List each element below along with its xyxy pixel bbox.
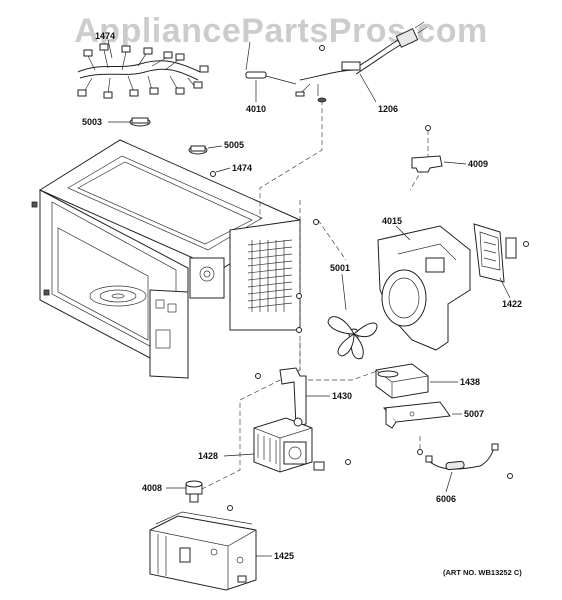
leader-lines bbox=[245, 41, 297, 85]
thermal-cutout bbox=[166, 480, 203, 503]
screws bbox=[227, 125, 529, 511]
oven-cavity bbox=[31, 139, 302, 379]
label-thermistor: 6006 bbox=[436, 494, 457, 504]
label-capacitor-bracket: 5007 bbox=[464, 409, 485, 419]
fuse bbox=[245, 71, 267, 102]
art-number: (ART NO. WB13252 C) bbox=[443, 568, 522, 577]
diode-bracket bbox=[473, 223, 517, 299]
magnetron-bracket bbox=[279, 367, 330, 427]
label-fan-blade: 5001 bbox=[330, 263, 351, 273]
label-magnetron-bracket: 1430 bbox=[332, 391, 353, 401]
capacitor bbox=[375, 363, 458, 399]
label-capacitor: 1438 bbox=[460, 377, 481, 387]
label-diode: 1422 bbox=[502, 299, 523, 309]
label-thermostat-cavity: 5005 bbox=[224, 140, 245, 150]
capacitor-bracket bbox=[383, 401, 462, 429]
thermistor bbox=[425, 443, 499, 493]
fan-blade bbox=[327, 273, 378, 360]
vent-perforations bbox=[247, 239, 293, 312]
fan-duct bbox=[377, 225, 471, 351]
transformer bbox=[149, 511, 272, 591]
thermostat-top bbox=[108, 117, 151, 127]
top-bracket bbox=[411, 155, 467, 173]
label-cord-harness: 1206 bbox=[378, 104, 399, 114]
label-top-bracket: 4009 bbox=[468, 159, 489, 169]
label-screw-top: 1474 bbox=[232, 163, 253, 173]
wire-harness bbox=[77, 43, 209, 99]
label-fan-duct: 4015 bbox=[382, 216, 403, 226]
label-thermostat-top: 5003 bbox=[82, 117, 103, 127]
screw-top bbox=[210, 167, 231, 177]
label-magnetron: 1428 bbox=[198, 451, 219, 461]
label-harness: 1474 bbox=[95, 31, 116, 41]
label-transformer: 1425 bbox=[274, 551, 295, 561]
magnetron bbox=[223, 417, 325, 473]
thermostat-cavity bbox=[188, 145, 223, 155]
label-fuse: 4010 bbox=[246, 104, 267, 114]
assembly-lines bbox=[195, 100, 429, 493]
label-thermal-cutout: 4008 bbox=[142, 483, 163, 493]
leader-harness bbox=[107, 39, 113, 59]
power-cord bbox=[295, 21, 428, 103]
